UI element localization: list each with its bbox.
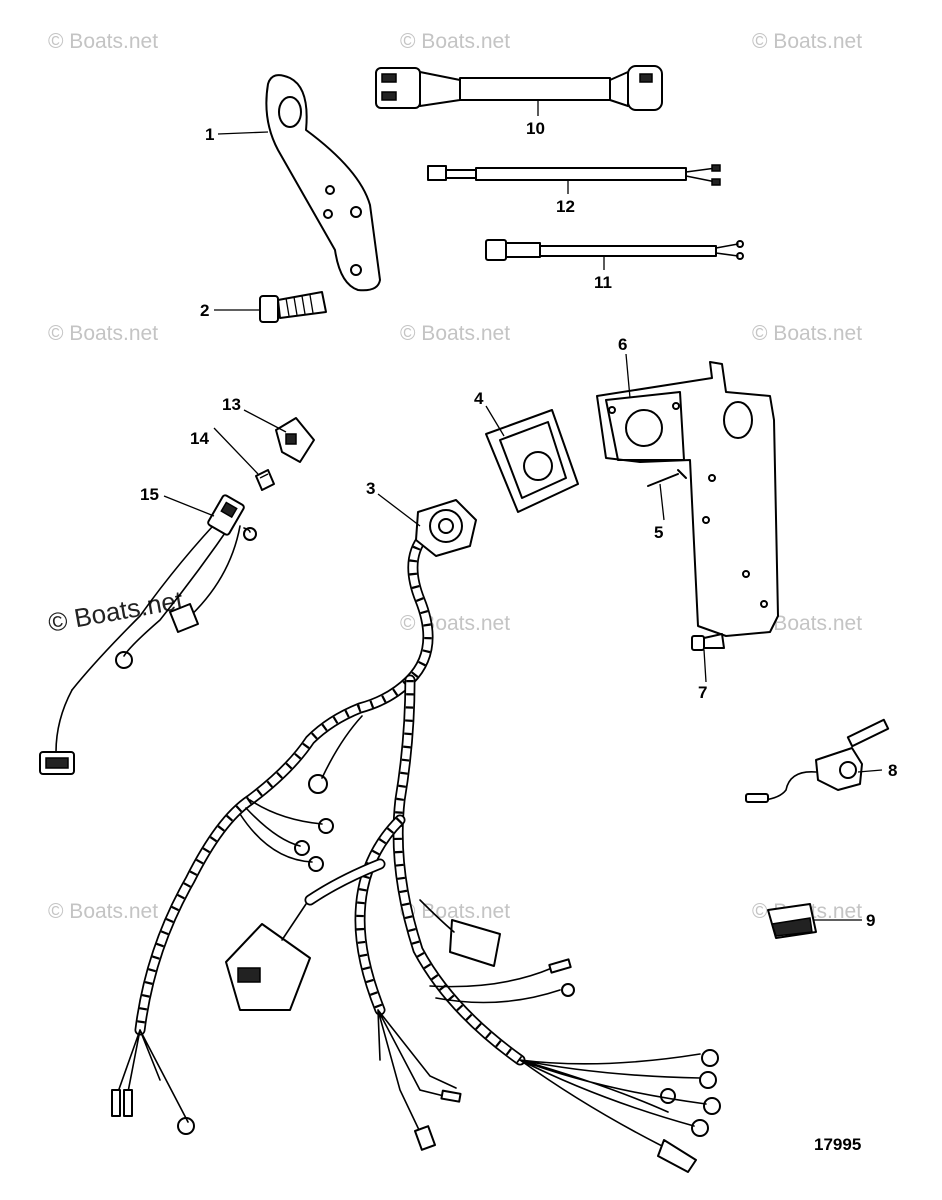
watermark-1: © Boats.net	[48, 30, 158, 53]
part-12-lead	[427, 164, 721, 186]
callout-12: 12	[556, 197, 575, 216]
callout-10: 10	[526, 119, 545, 138]
part-8-sensor	[745, 718, 890, 803]
callout-5: 5	[654, 523, 663, 542]
callout-3: 3	[366, 479, 375, 498]
part-11-lead	[485, 239, 744, 261]
part-2-bolt	[259, 291, 327, 323]
callouts: 1 2 3 4 5 6 7 8 9 10 11 12 13 14 15	[140, 119, 897, 930]
part-7-screw	[691, 633, 725, 651]
leader-lines	[163, 100, 883, 921]
callout-6: 6	[618, 335, 627, 354]
diagram-reference-number: 17995	[814, 1135, 861, 1154]
callout-13: 13	[222, 395, 241, 414]
callout-15: 15	[140, 485, 159, 504]
watermark-10: © Boats.net	[400, 900, 510, 923]
watermark-6: © Boats.net	[752, 322, 862, 345]
callout-14: 14	[190, 429, 209, 448]
part-1-bracket	[265, 74, 381, 292]
part-6-bracket-plate	[596, 361, 779, 637]
callout-2: 2	[200, 301, 209, 320]
watermark-5: © Boats.net	[400, 322, 510, 345]
part-3-engine-harness	[111, 499, 721, 1173]
callout-7: 7	[698, 683, 707, 702]
watermark-7: © Boats.net	[400, 612, 510, 635]
watermark-prominent: © Boats.net	[46, 585, 186, 638]
part-14-fuse	[255, 469, 275, 491]
watermark-8: © Boats.net	[752, 612, 862, 635]
watermark-4: © Boats.net	[48, 322, 158, 345]
callout-4: 4	[474, 389, 484, 408]
watermark-9: © Boats.net	[48, 900, 158, 923]
part-9-connector	[767, 903, 817, 939]
watermark-2: © Boats.net	[400, 30, 510, 53]
part-10-adapter-harness	[375, 65, 663, 111]
part-13-fuse-holder	[275, 417, 315, 463]
part-4-gasket	[485, 409, 579, 513]
watermark-3: © Boats.net	[752, 30, 862, 53]
part-5-screw	[647, 469, 687, 487]
callout-8: 8	[888, 761, 897, 780]
callout-1: 1	[205, 125, 214, 144]
part-15-fuse-harness	[39, 494, 257, 775]
callout-9: 9	[866, 911, 875, 930]
callout-11: 11	[594, 273, 612, 292]
